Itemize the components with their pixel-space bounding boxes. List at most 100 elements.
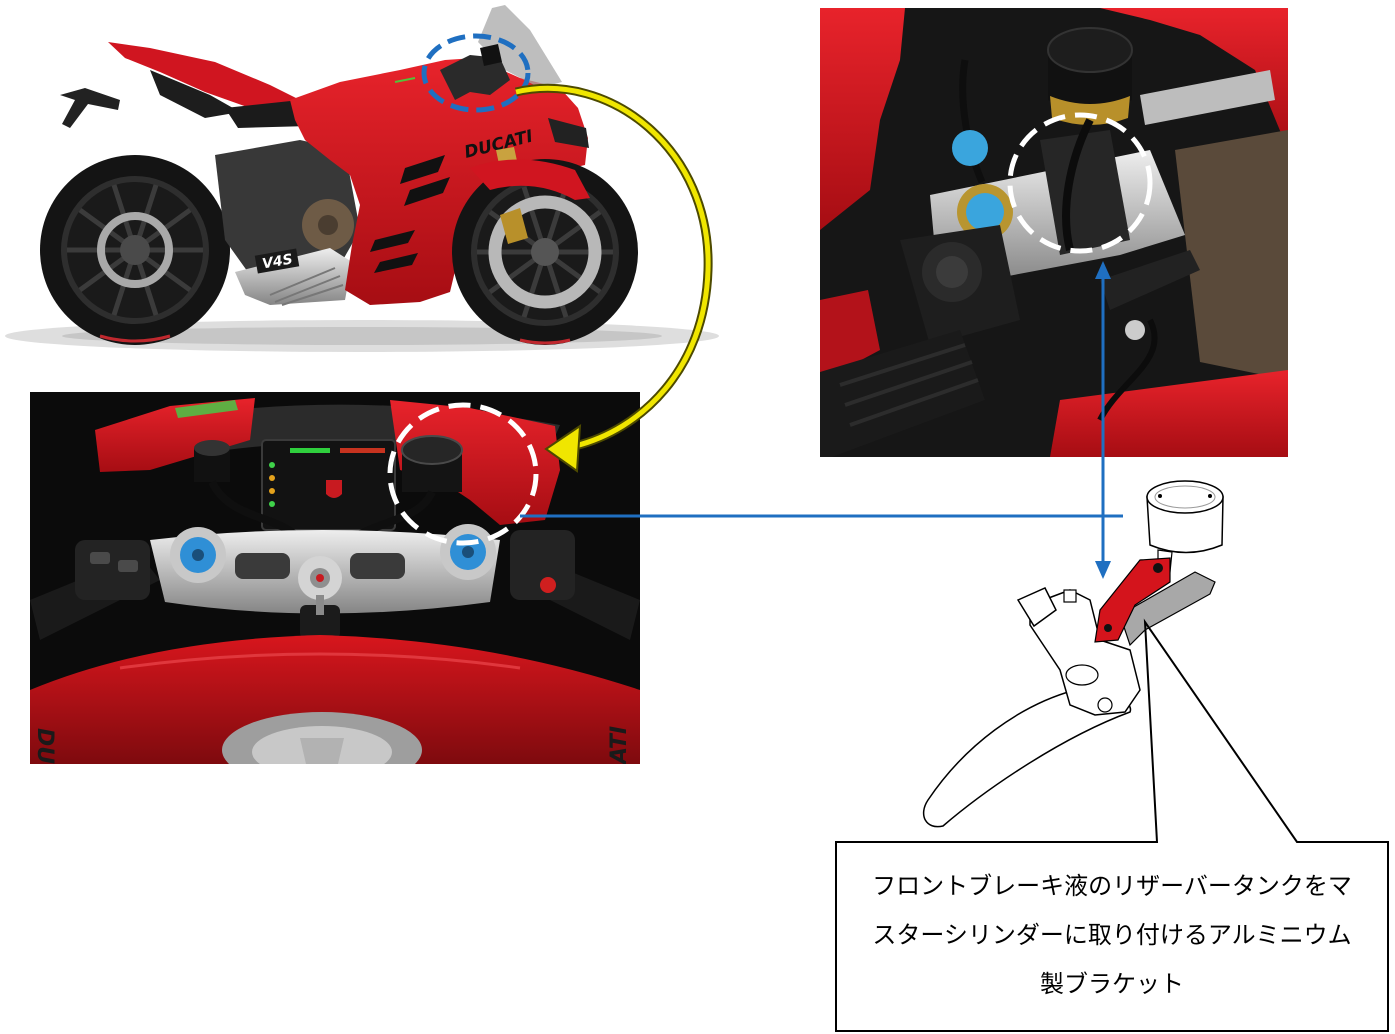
- closeup-lower-left-fairing: [820, 290, 880, 382]
- closeup-lever-cable: [1097, 318, 1158, 422]
- dashboard-logo-shield: [326, 480, 342, 498]
- closeup-top-right-fairing: [1100, 8, 1288, 150]
- closeup-lever-bolt: [1125, 320, 1145, 340]
- closeup-grip-knob-center: [936, 256, 968, 288]
- cockpit-photo: DU ATI: [30, 392, 640, 766]
- rear-brake-disc: [97, 212, 173, 288]
- bracket-bolt: [1153, 563, 1163, 573]
- callout-line: スターシリンダーに取り付けるアルミニウム: [872, 921, 1352, 949]
- yellow-arrow-head: [544, 424, 582, 473]
- left-reservoir: [194, 448, 230, 482]
- reservoir-cap-screw: [1208, 494, 1212, 498]
- aluminium-bracket: [1094, 557, 1171, 643]
- rear-license-bracket: [60, 88, 120, 128]
- front-caliper: [500, 208, 528, 244]
- front-tire-label: [519, 338, 571, 345]
- handlebar-clamp: [1016, 587, 1057, 628]
- closeup-grip-texture: [839, 343, 979, 427]
- fairing-accent-line: [394, 77, 416, 83]
- fuel-tank: [30, 635, 640, 764]
- rear-hub: [120, 235, 150, 265]
- steering-stem-dot: [316, 574, 324, 582]
- callout-text: フロントブレーキ液のリザーバータンクをマ スターシリンダーに取り付けるアルミニウ…: [836, 862, 1388, 1009]
- closeup-bottom-right-fairing: [1050, 370, 1288, 457]
- cockpit-dashed-marker: [387, 402, 539, 546]
- closeup-frame-panel: [1175, 130, 1288, 380]
- model-badge-plate: [254, 248, 300, 274]
- left-switchgear: [75, 540, 150, 600]
- right-switchgear: [510, 530, 575, 600]
- closeup-left-fairing: [820, 8, 905, 230]
- indicator-amber-icon: [269, 488, 275, 494]
- indicator-amber-icon: [269, 475, 275, 481]
- yellow-curved-arrow: [514, 83, 713, 473]
- lever-upper-arm: [1119, 571, 1216, 647]
- front-fender: [470, 159, 590, 200]
- exhaust-ribs: [269, 267, 344, 306]
- motorcycle-side-photo: V4S DUCATI: [5, 5, 719, 352]
- fairing-vent-3: [370, 230, 415, 252]
- blue-arrowhead-down: [1095, 561, 1111, 579]
- blue-arrowhead-up: [1095, 261, 1111, 279]
- blue-fork-cap-top: [952, 130, 988, 166]
- front-wheel: [452, 159, 638, 345]
- fairing-vent-2: [404, 177, 450, 206]
- wiring-cable: [959, 59, 986, 184]
- tail-underside: [150, 70, 240, 118]
- left-fairing: [95, 398, 255, 472]
- engine-start-button: [540, 577, 556, 593]
- lever-blade: [922, 688, 1132, 828]
- ignition-key: [316, 595, 324, 615]
- ignition-switch: [300, 605, 340, 639]
- front-brake-disc: [488, 195, 602, 309]
- rear-wheel: [40, 155, 230, 345]
- indicator-green-icon: [269, 501, 275, 507]
- bracket-bolt: [1104, 624, 1112, 632]
- closeup-reservoir-cap: [1047, 27, 1133, 73]
- clutch-cover-center: [318, 215, 338, 235]
- fairing-vent-4: [374, 253, 418, 273]
- headlight: [548, 118, 589, 148]
- blue-dashed-marker: [421, 33, 531, 113]
- callout-line: フロントブレーキ液のリザーバータンクをマ: [872, 872, 1352, 900]
- master-cylinder-body: [1029, 589, 1141, 716]
- right-fork-cap-center: [462, 546, 474, 558]
- windscreen: [478, 5, 562, 88]
- rpm-bar: [290, 448, 330, 453]
- clamp-cutout-right: [350, 553, 405, 579]
- blue-connector-lines: [520, 261, 1123, 579]
- reservoir-cap-screw: [1158, 494, 1162, 498]
- brake-reservoir-small: [480, 44, 502, 66]
- closeup-reservoir-band: [1050, 96, 1130, 125]
- banjo-bolt: [1063, 589, 1077, 603]
- steering-damper: [1140, 70, 1275, 125]
- clamp-cutout-left: [235, 553, 290, 579]
- closeup-dashed-marker: [1007, 112, 1153, 254]
- callout-line: 製ブラケット: [1040, 970, 1184, 998]
- indicator-green-icon: [269, 462, 275, 468]
- tank-logo-right: ATI: [607, 726, 632, 766]
- yellow-arrow-shaft: [515, 85, 711, 449]
- left-reservoir-cap: [194, 440, 230, 456]
- fuel-tank-highlight: [119, 652, 521, 670]
- blue-fork-cap: [966, 193, 1004, 231]
- closeup-handlebar-grip: [820, 330, 985, 457]
- callout-box-border: [835, 618, 1389, 1032]
- closeup-brake-lever: [1100, 250, 1200, 310]
- tail-section: [108, 42, 300, 118]
- lever-pivot-bolt: [1097, 697, 1113, 713]
- reservoir-cap-rim: [1154, 485, 1216, 509]
- tank-logo-left: DU: [32, 728, 57, 764]
- fuel-cap-tab: [300, 738, 344, 764]
- left-fork-cap-center: [192, 549, 204, 561]
- brake-lever-drawing: [922, 480, 1224, 828]
- shift-light-strip: [175, 400, 238, 418]
- left-switch-button: [90, 552, 110, 564]
- right-reservoir-cap: [401, 435, 463, 465]
- rear-tire-label: [99, 334, 171, 343]
- handlebar-closeup-photo: [820, 8, 1288, 457]
- fairing-vent-1: [400, 155, 445, 184]
- rpm-bar-redline: [340, 448, 385, 453]
